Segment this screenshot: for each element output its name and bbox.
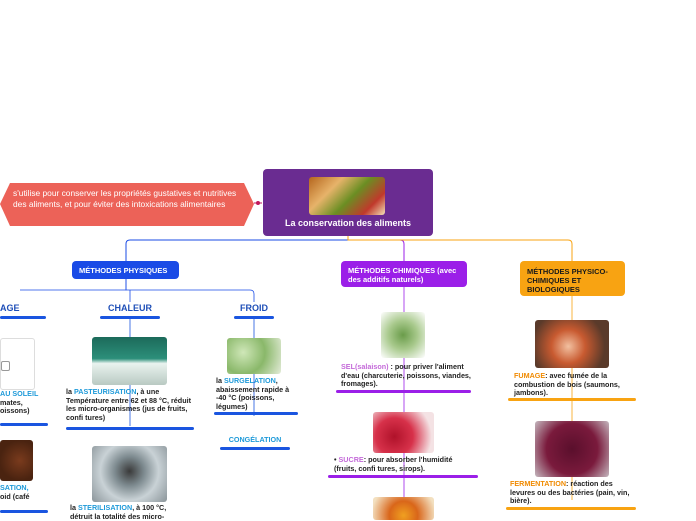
underline [214,412,298,415]
underline [336,390,471,393]
root-topic[interactable]: La conservation des aliments [263,169,433,236]
subtopic-chaleur[interactable]: CHALEUR [108,303,152,313]
category-chemical[interactable]: MÉTHODES CHIMIQUES (avec des additifs na… [341,261,467,287]
underline [506,507,636,510]
preserves-image [373,497,434,520]
category-physical[interactable]: MÉTHODES PHYSIQUES [72,261,179,279]
sel-text: SEL(salaison) : pour priver l'aliment d'… [341,362,471,389]
salted-capers-image [381,312,425,358]
cocoa-powder-image [0,440,33,481]
subtopic-froid[interactable]: FROID [240,303,268,313]
pasteurisation-bottles-image [92,337,167,385]
fermentation-text: FERMENTATION: réaction des levures ou de… [510,479,630,506]
sterilisation-text: la STERILISATION, à 100 °C, détruit la t… [70,503,167,521]
root-title: La conservation des aliments [284,218,412,228]
note-callout[interactable]: s'utilise pour conserver les propriétés … [0,183,254,226]
category-physchem[interactable]: MÉTHODES PHYSICO-CHIMIQUES ET BIOLOGIQUE… [520,261,625,296]
fumage-text: FUMAGE: avec fumée de la combustion de b… [514,371,620,398]
dessication-text: SATION,oid (café [0,483,30,501]
jam-jar-image [373,412,434,453]
frozen-peas-image [227,338,281,374]
note-text: s'utilise pour conserver les propriétés … [13,188,237,209]
underline [66,427,194,430]
underline [508,398,636,401]
pasteurisation-text: la PASTEURISATION, à une Température ent… [66,387,191,422]
underline [0,423,48,426]
underline [234,316,274,319]
underline [100,316,160,319]
food-jars-image [309,177,385,215]
surgelation-text: la SURGELATION, abaissement rapide à -40… [216,376,290,411]
sucre-text: • SUCRE: pour absorber l'humidité (fruit… [334,455,453,473]
congelation-label[interactable]: CONGÉLATION [228,435,282,444]
underline [0,316,46,319]
wine-fermentation-image [535,421,609,477]
subtopic-partial[interactable]: AGE [0,303,20,313]
sun-drying-image [0,338,35,390]
underline [0,510,48,513]
underline [328,475,478,478]
underline [220,447,290,450]
sterilisation-autoclave-image [92,446,167,502]
smoked-fish-image [535,320,609,368]
